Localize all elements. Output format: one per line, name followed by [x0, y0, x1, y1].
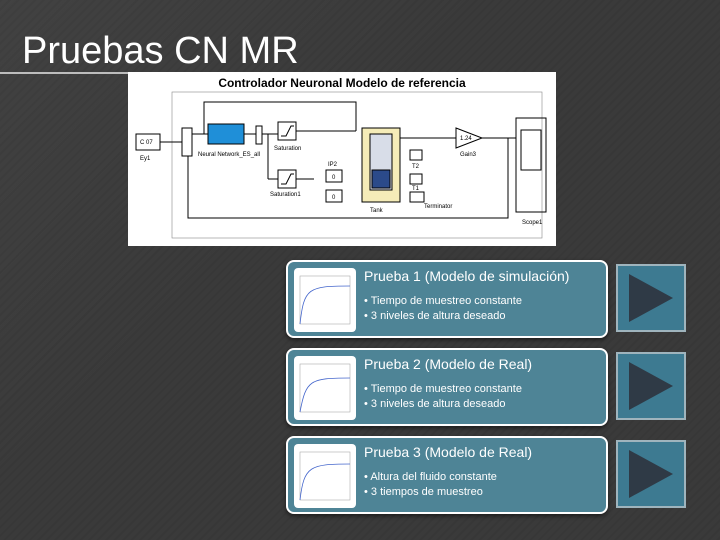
- test-card-1[interactable]: Prueba 1 (Modelo de simulación) Tiempo d…: [286, 260, 608, 338]
- card-bullets: Altura del fluido constante 3 tiempos de…: [364, 470, 497, 500]
- play-icon: [629, 274, 673, 322]
- simulink-diagram: Controlador Neuronal Modelo de referenci…: [128, 72, 556, 246]
- diagram-canvas: C 07 Ey1 Neural Network_ES_all Saturatio…: [135, 91, 547, 239]
- constant-sub-label: Ey1: [140, 156, 151, 162]
- bullet-item: Tiempo de muestreo constante: [364, 382, 522, 397]
- play-button-3[interactable]: [616, 440, 686, 508]
- plot-thumbnail: [294, 356, 356, 420]
- const1-label: 0: [332, 195, 336, 201]
- play-button-2[interactable]: [616, 352, 686, 420]
- bullet-item: 3 niveles de altura deseado: [364, 397, 522, 412]
- card-title: Prueba 3 (Modelo de Real): [364, 444, 533, 460]
- ip-label: IP2: [328, 162, 338, 168]
- t2-label: T2: [412, 164, 420, 170]
- card-bullets: Tiempo de muestreo constante 3 niveles d…: [364, 382, 522, 412]
- terminator-label: Terminator: [424, 204, 452, 210]
- gain-value: 1.24: [460, 136, 472, 142]
- card-title: Prueba 1 (Modelo de simulación): [364, 268, 570, 284]
- sat1-label: Saturation1: [270, 192, 301, 198]
- bullet-item: Altura del fluido constante: [364, 470, 497, 485]
- bullet-item: 3 tiempos de muestreo: [364, 485, 497, 500]
- scope-label: Scope1: [522, 220, 543, 226]
- gain-label: Gain3: [460, 152, 477, 158]
- plot-thumbnail: [294, 268, 356, 332]
- bullet-item: Tiempo de muestreo constante: [364, 294, 522, 309]
- play-icon: [629, 450, 673, 498]
- scope-block: [515, 117, 547, 213]
- plot-thumbnail: [294, 444, 356, 508]
- const0-label: 0: [332, 175, 336, 181]
- tank-label: Tank: [370, 208, 384, 214]
- card-bullets: Tiempo de muestreo constante 3 niveles d…: [364, 294, 522, 324]
- slide-title: Pruebas CN MR: [22, 30, 299, 72]
- bullet-item: 3 niveles de altura deseado: [364, 309, 522, 324]
- saturation-block: [277, 121, 297, 141]
- test-card-3[interactable]: Prueba 3 (Modelo de Real) Altura del flu…: [286, 436, 608, 514]
- play-icon: [629, 362, 673, 410]
- nn-label: Neural Network_ES_all: [198, 152, 260, 158]
- card-title: Prueba 2 (Modelo de Real): [364, 356, 533, 372]
- sat-label: Saturation: [274, 146, 301, 152]
- constant-label: C 07: [140, 140, 153, 146]
- play-button-1[interactable]: [616, 264, 686, 332]
- saturation1-block: [277, 169, 297, 189]
- diagram-title: Controlador Neuronal Modelo de referenci…: [218, 76, 466, 90]
- neural-network-block: [207, 123, 245, 145]
- t1-label: T1: [412, 186, 420, 192]
- test-card-2[interactable]: Prueba 2 (Modelo de Real) Tiempo de mues…: [286, 348, 608, 426]
